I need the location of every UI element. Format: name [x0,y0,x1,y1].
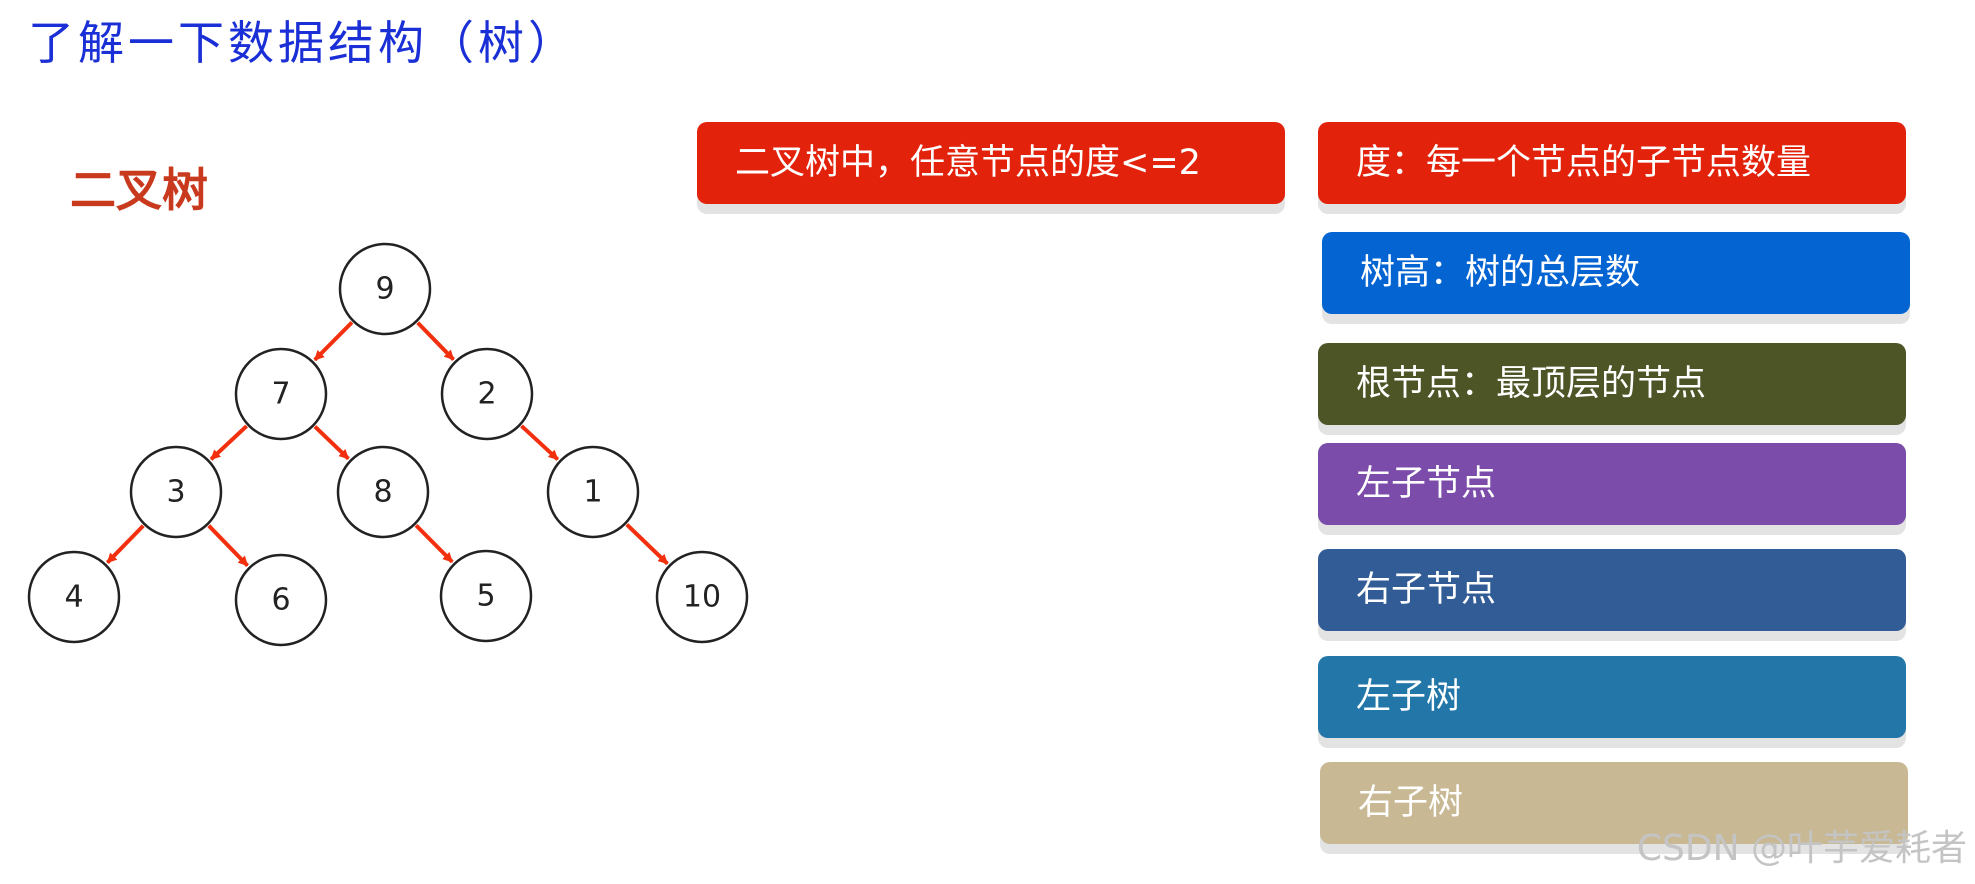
tree-node-1: 1 [546,445,640,539]
tree-node-label: 8 [373,475,392,510]
tree-node-label: 5 [476,579,495,614]
tree-node-circle [234,347,328,441]
definition-left-child-node-box: 左子节点 [1318,443,1906,525]
definition-root-node-box: 根节点：最顶层的节点 [1318,343,1906,425]
tree-node-3: 3 [129,445,223,539]
tree-edge-n9-n2 [416,321,455,361]
tree-node-5: 5 [439,549,533,643]
tree-edge-n1-n10 [625,523,669,566]
watermark: CSDN @叶芋爱耗者 [1636,828,1967,869]
tree-edge-n9-n7 [313,320,354,362]
tree-node-label: 4 [64,580,83,615]
tree-node-circle [336,445,430,539]
tree-node-label: 7 [271,377,290,412]
tree-edges [106,320,669,567]
tree-edge-n3-n6 [207,524,249,567]
tree-edge-n8-n5 [414,523,454,564]
page-title: 了解一下数据结构（树） [28,16,578,70]
definition-left-subtree-box: 左子树 [1318,656,1906,738]
tree-edge-n7-n3 [209,424,249,461]
tree-node-8: 8 [336,445,430,539]
tree-node-circle [27,550,121,644]
tree-node-circle [338,242,432,336]
tree-node-2: 2 [440,347,534,441]
tree-node-label: 6 [271,583,290,618]
tree-edge-n2-n1 [520,424,560,461]
tree-node-circle [546,445,640,539]
definition-right-child-node-box: 右子节点 [1318,549,1906,631]
tree-node-4: 4 [27,550,121,644]
tree-node-label: 10 [683,580,721,615]
tree-node-circle [129,445,223,539]
tree-node-7: 7 [234,347,328,441]
tree-node-circle [655,550,749,644]
definition-right-subtree-box: 右子树 [1320,762,1908,844]
tree-node-label: 9 [375,272,394,307]
tree-node-label: 1 [583,475,602,510]
tree-node-9: 9 [338,242,432,336]
tree-node-6: 6 [234,553,328,647]
binary-tree-diagram: 9 7 2 3 8 1 4 6 5 10 [27,242,749,647]
tree-nodes: 9 7 2 3 8 1 4 6 5 10 [27,242,749,647]
tree-node-circle [440,347,534,441]
tree-edge-n7-n8 [313,425,350,461]
tree-node-10: 10 [655,550,749,644]
tree-edge-n3-n4 [106,524,145,564]
degree-statement-box: 二叉树中，任意节点的度<=2 [697,122,1285,204]
tree-node-label: 2 [477,377,496,412]
definition-degree-box: 度：每一个节点的子节点数量 [1318,122,1906,204]
section-title: 二叉树 [70,163,208,217]
tree-node-label: 3 [166,475,185,510]
tree-node-circle [234,553,328,647]
definition-tree-height-box: 树高：树的总层数 [1322,232,1910,314]
tree-node-circle [439,549,533,643]
